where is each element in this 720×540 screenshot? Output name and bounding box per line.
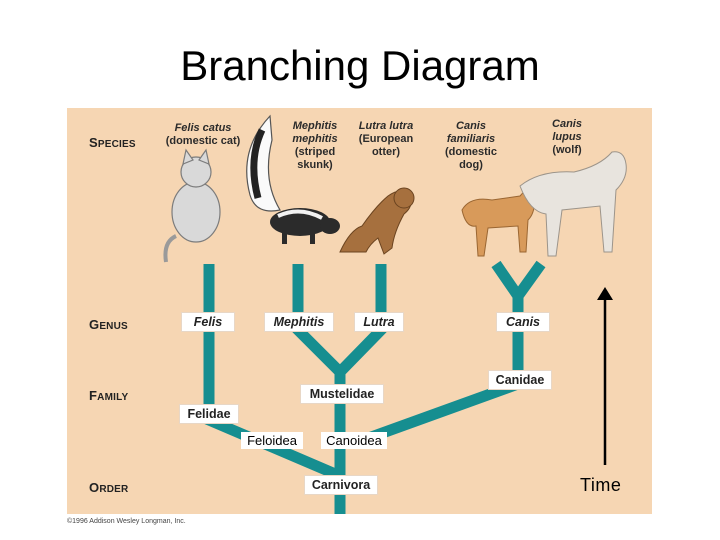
family-mustelidae: Mustelidae (301, 385, 383, 403)
species-common: (wolf) (552, 144, 582, 156)
copyright-text: ©1996 Addison Wesley Longman, Inc. (67, 518, 186, 525)
species-latin: Canis lupus (552, 118, 582, 143)
time-label: Time (580, 475, 622, 495)
species-common: (domestic cat) (165, 135, 241, 147)
rank-species-label: SPECIES (89, 135, 136, 150)
species-canis-familiaris: Canis familiaris (domestic dog) (435, 120, 507, 172)
species-mephitis-mephitis: Mephitis mephitis (striped skunk) (283, 120, 347, 172)
species-latin: Lutra lutra (358, 120, 414, 132)
species-common: (domestic dog) (445, 146, 497, 171)
genus-canis: Canis (497, 313, 549, 331)
otter-illustration (339, 187, 415, 255)
rank-family-label: FAMILY (89, 388, 129, 403)
genus-mephitis: Mephitis (265, 313, 333, 331)
superfamily-canoidea: Canoidea (321, 432, 387, 449)
dog-illustration (461, 189, 535, 257)
skunk-illustration (246, 114, 340, 244)
page-title: Branching Diagram (180, 42, 540, 89)
genus-felis: Felis (182, 313, 234, 331)
wolf-illustration (519, 151, 627, 257)
species-latin: Canis familiaris (446, 120, 496, 145)
species-common: (European otter) (358, 133, 414, 158)
rank-order-label: ORDER (89, 480, 129, 495)
species-latin: Felis catus (174, 122, 232, 134)
species-lutra-lutra: Lutra lutra (European otter) (353, 120, 419, 159)
genus-lutra: Lutra (355, 313, 403, 331)
time-arrow (597, 287, 613, 465)
family-felidae: Felidae (180, 405, 238, 423)
species-canis-lupus: Canis lupus (wolf) (539, 118, 595, 157)
species-felis-catus: Felis catus (domestic cat) (155, 122, 251, 148)
species-common: (striped skunk) (294, 146, 336, 171)
species-latin: Mephitis mephitis (292, 120, 338, 145)
order-carnivora: Carnivora (305, 476, 377, 494)
superfamily-feloidea: Feloidea (241, 432, 303, 449)
cat-illustration (163, 148, 221, 263)
branch-canis-species (491, 260, 546, 306)
rank-genus-label: GENUS (89, 317, 128, 332)
family-canidae: Canidae (489, 371, 551, 389)
